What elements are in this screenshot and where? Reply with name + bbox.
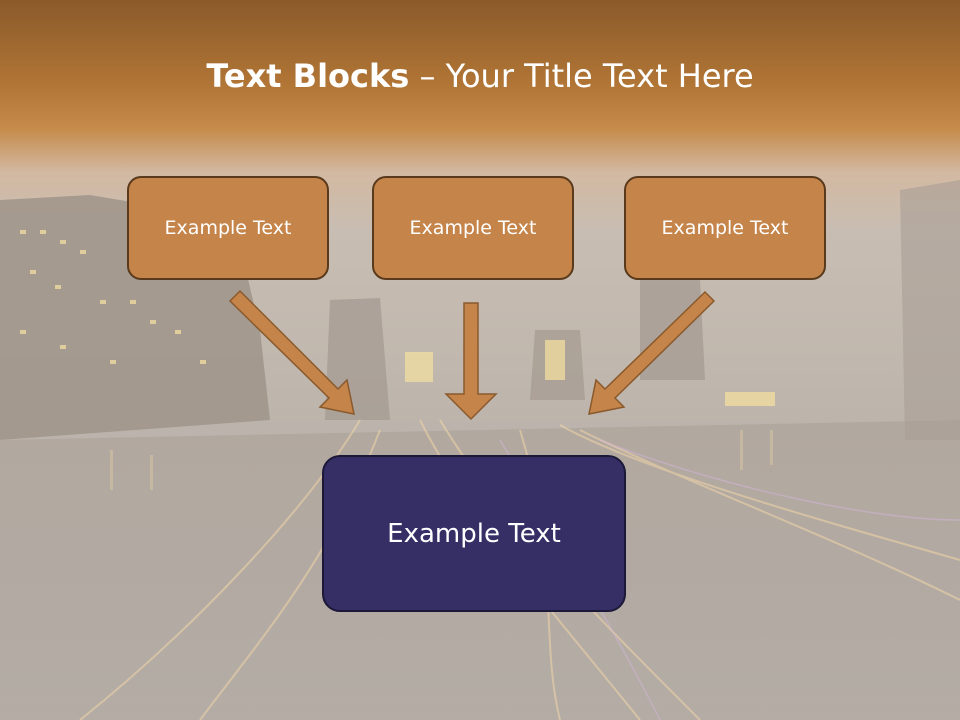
- title-dash: –: [409, 57, 446, 95]
- title-rest: Your Title Text Here: [445, 57, 754, 95]
- text-block-3[interactable]: Example Text: [624, 176, 826, 280]
- title-bold: Text Blocks: [206, 57, 410, 95]
- text-block-2-label: Example Text: [409, 217, 537, 239]
- text-block-3-label: Example Text: [661, 217, 789, 239]
- text-block-main[interactable]: Example Text: [322, 455, 626, 612]
- text-block-1-label: Example Text: [164, 217, 292, 239]
- text-block-1[interactable]: Example Text: [127, 176, 329, 280]
- text-block-2[interactable]: Example Text: [372, 176, 574, 280]
- text-block-main-label: Example Text: [387, 518, 561, 549]
- slide-title: Text Blocks – Your Title Text Here: [0, 54, 960, 98]
